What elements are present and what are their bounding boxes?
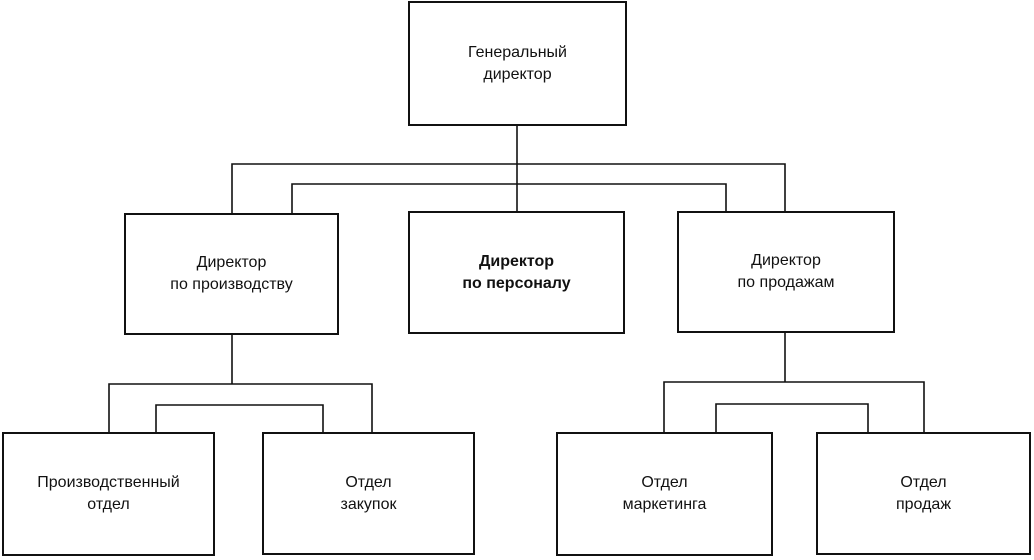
node-label-marketing-department: Отдел маркетинга xyxy=(622,474,707,513)
connector-production-outer-bracket xyxy=(108,383,373,432)
node-marketing-department: Отдел маркетинга xyxy=(556,432,773,556)
connector-sales-inner-bracket xyxy=(715,403,869,432)
node-hr-director: Директор по персоналу xyxy=(408,211,625,334)
node-label-general-director: Генеральный директор xyxy=(468,43,567,83)
node-label-hr-director: Директор по персоналу xyxy=(462,252,571,292)
node-label-production-department: Производственный отдел xyxy=(37,474,180,513)
node-sales-department: Отдел продаж xyxy=(816,432,1031,555)
connector-ceo-outer-bracket xyxy=(231,163,786,213)
connector-production-inner-bracket xyxy=(155,404,324,432)
node-label-sales-director: Директор по продажам xyxy=(737,252,835,291)
node-label-purchasing-department: Отдел закупок xyxy=(340,473,397,513)
node-purchasing-department: Отдел закупок xyxy=(262,432,475,555)
node-production-director: Директор по производству xyxy=(124,213,339,335)
node-sales-director: Директор по продажам xyxy=(677,211,895,333)
connector-sales-outer-bracket xyxy=(663,381,925,432)
node-general-director: Генеральный директор xyxy=(408,1,627,126)
node-label-production-director: Директор по производству xyxy=(170,254,293,293)
node-label-sales-department: Отдел продаж xyxy=(895,473,952,513)
connector-ceo-inner-bracket xyxy=(291,183,727,213)
node-production-department: Производственный отдел xyxy=(2,432,215,556)
